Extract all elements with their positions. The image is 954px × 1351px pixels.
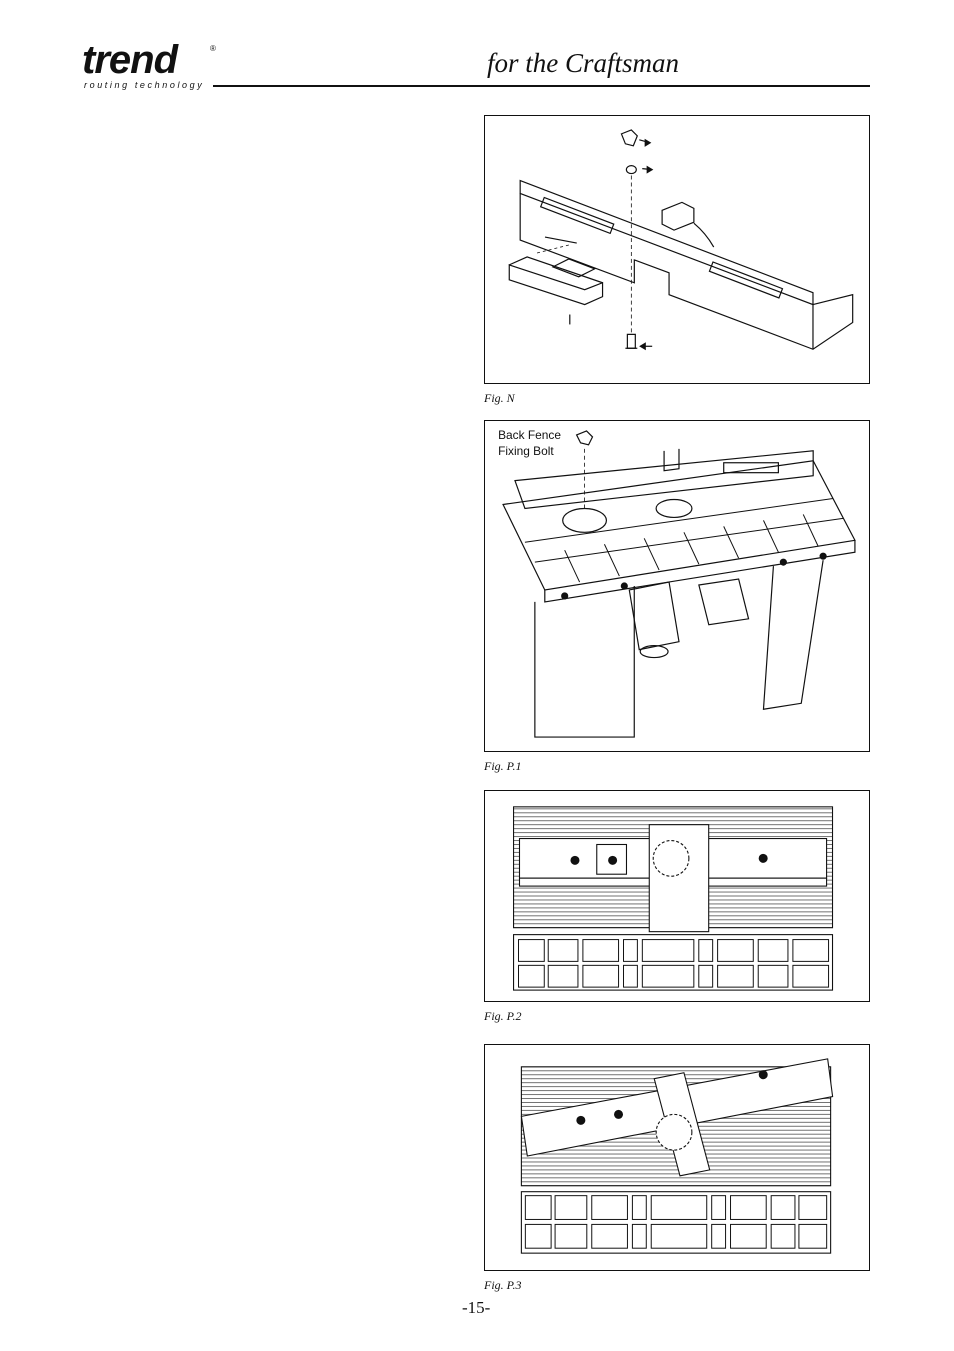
logo-wordmark: trend — [82, 38, 178, 82]
figure-caption: Fig. P.2 — [484, 1009, 522, 1023]
top-view-fence-angled-illustration — [520, 1058, 834, 1254]
page-title: for the Craftsman — [487, 48, 680, 78]
figure-caption: Fig. N — [484, 391, 515, 405]
callout-fixing-bolt: Fixing Bolt — [498, 444, 554, 458]
figure-p1-router-table: Back Fence Fixing Bolt — [484, 420, 870, 752]
figure-n-fence-assembly — [484, 115, 870, 384]
figure-p3-top-view-angled — [484, 1044, 870, 1271]
top-view-fence-square-illustration — [513, 806, 834, 991]
figure-caption: Fig. P.1 — [484, 759, 522, 773]
trend-logo: trend ® routing technology — [82, 40, 222, 92]
router-table-illustration: Back Fence Fixing Bolt — [498, 428, 856, 738]
figure-caption: Fig. P.3 — [484, 1278, 522, 1292]
page-number: -15- — [462, 1298, 491, 1317]
figure-p2-top-view-square — [484, 790, 870, 1002]
header-rule — [213, 85, 870, 87]
logo-tagline: routing technology — [84, 80, 205, 90]
callout-back-fence: Back Fence — [498, 428, 561, 442]
logo-registered-mark: ® — [210, 44, 216, 53]
fence-exploded-illustration — [508, 129, 854, 351]
